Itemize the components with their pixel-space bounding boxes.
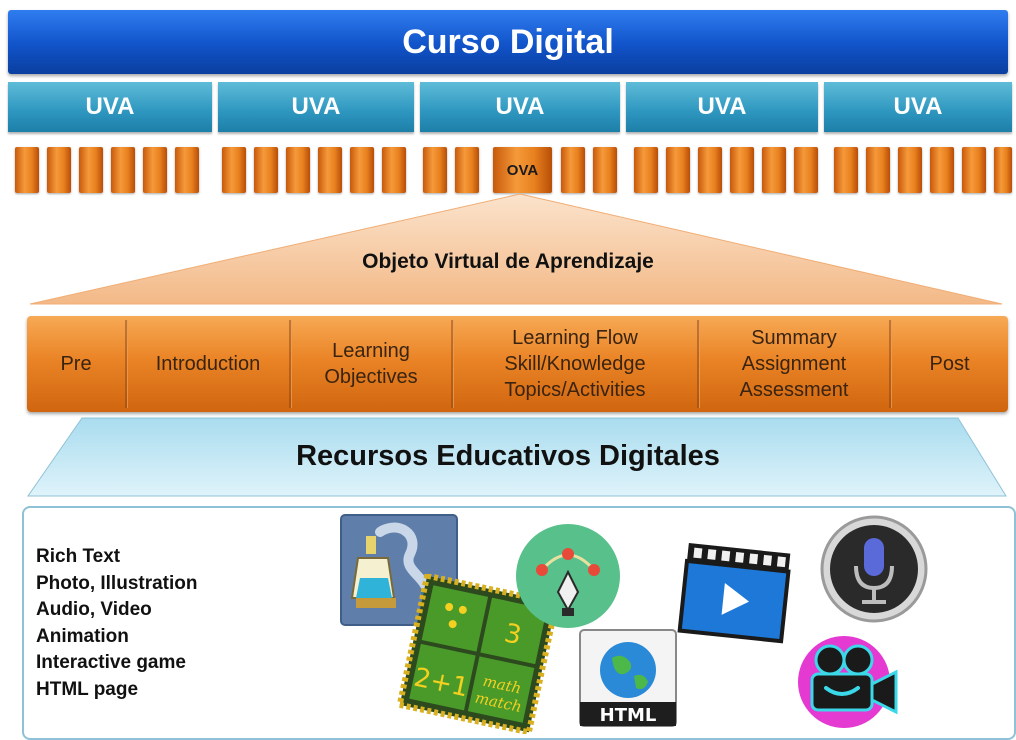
learning-object-block	[866, 147, 890, 193]
section-post: Post	[891, 316, 1008, 412]
learning-object-block	[47, 147, 71, 193]
learning-object-block	[962, 147, 986, 193]
math-three: 3	[502, 618, 524, 651]
section-line: Introduction	[155, 353, 261, 375]
ova-expansion-triangle	[29, 193, 1003, 305]
unit-label: UVA	[697, 93, 747, 120]
section-text: Post	[929, 351, 969, 377]
unit-uva-5: UVA	[824, 82, 1012, 132]
learning-object-block	[423, 147, 447, 193]
learning-object-block	[79, 147, 103, 193]
unit-uva-1: UVA	[8, 82, 212, 132]
resource-item: Audio, Video	[36, 599, 152, 620]
resource-item: Photo, Illustration	[36, 572, 198, 594]
learning-object-block	[930, 147, 954, 193]
section-text: Introduction	[156, 351, 261, 377]
resource-item: HTML page	[36, 678, 139, 700]
learning-object-block	[286, 147, 310, 193]
section-line: Summary	[751, 327, 837, 349]
learning-object-block	[698, 147, 722, 193]
learning-object-block	[898, 147, 922, 193]
section-line: Pre	[60, 353, 92, 375]
section-text: Pre	[60, 351, 91, 377]
unit-uva-2: UVA	[218, 82, 414, 132]
learning-object-block	[111, 147, 135, 193]
section-divider	[889, 320, 892, 408]
learning-object-block	[15, 147, 39, 193]
unit-uva-4: UVA	[626, 82, 818, 132]
resource-types-list: Rich Text Photo, Illustration Audio, Vid…	[36, 544, 198, 703]
resource-item: Rich Text	[36, 546, 121, 567]
section-line: Topics/Activities	[504, 379, 646, 401]
section-divider	[697, 320, 700, 408]
html-globe-icon: HTML	[579, 629, 677, 727]
learning-object-block	[318, 147, 342, 193]
learning-object-block	[762, 147, 786, 193]
video-clapper-icon	[677, 543, 791, 644]
section-line: Skill/Knowledge	[504, 353, 646, 375]
html-label: HTML	[600, 705, 657, 726]
learning-object-block	[455, 147, 479, 193]
section-divider	[451, 320, 454, 408]
learning-object-block	[143, 147, 167, 193]
section-line: Assignment	[741, 353, 847, 375]
course-title-bar: Curso Digital	[8, 10, 1008, 74]
learning-object-block	[794, 147, 818, 193]
learning-object-block	[634, 147, 658, 193]
ova-box: OVA	[493, 147, 552, 193]
microphone-icon	[820, 515, 928, 623]
learning-object-block	[834, 147, 858, 193]
resource-item: Animation	[36, 625, 129, 647]
vector-pen-icon	[516, 524, 620, 628]
section-divider	[289, 320, 292, 408]
learning-object-block	[593, 147, 617, 193]
section-divider	[125, 320, 128, 408]
math-match-game-icon: 3 2+1 math match	[396, 574, 560, 734]
unit-label: UVA	[495, 93, 545, 120]
unit-label: UVA	[85, 93, 135, 120]
learning-object-block	[222, 147, 246, 193]
resources-trapezoid	[27, 417, 1007, 497]
learning-object-block	[730, 147, 754, 193]
unit-label: UVA	[893, 93, 943, 120]
learning-object-block	[175, 147, 199, 193]
section-line: Learning	[332, 340, 410, 362]
learning-object-block	[666, 147, 690, 193]
learning-object-block	[561, 147, 585, 193]
section-pre: Pre	[27, 316, 125, 412]
learning-object-block	[382, 147, 406, 193]
learning-object-block	[350, 147, 374, 193]
section-line: Learning Flow	[512, 327, 638, 349]
learning-object-block	[254, 147, 278, 193]
unit-label: UVA	[291, 93, 341, 120]
section-line: Objectives	[324, 366, 418, 388]
course-title: Curso Digital	[402, 22, 614, 61]
section-line: Post	[929, 353, 970, 375]
section-line: Assessment	[739, 379, 849, 401]
learning-object-block	[994, 147, 1012, 193]
ova-title: Objeto Virtual de Aprendizaje	[362, 250, 654, 273]
section-introduction: Introduction	[127, 316, 289, 412]
ova-label: OVA	[506, 161, 539, 179]
resource-item: Interactive game	[36, 652, 186, 673]
movie-camera-icon	[798, 636, 898, 728]
unit-uva-3: UVA	[420, 82, 620, 132]
red-title: Recursos Educativos Digitales	[296, 440, 720, 472]
